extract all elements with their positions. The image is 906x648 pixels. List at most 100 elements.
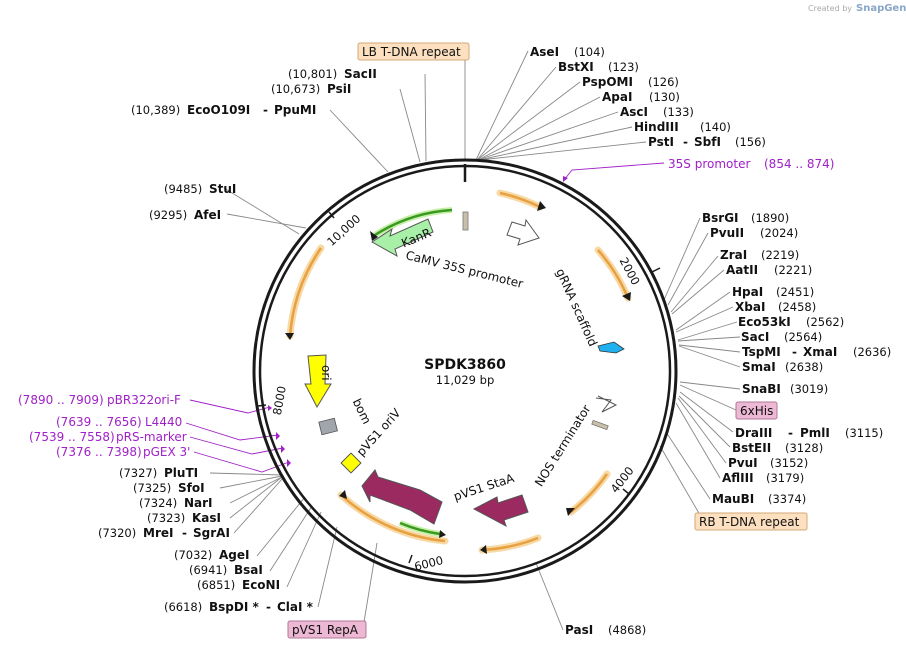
credit-brand: SnapGene (856, 3, 906, 14)
enzyme-bsteii: BstEII (732, 441, 771, 455)
enzyme-bsai: BsaI (234, 563, 263, 577)
enzyme-zrai: ZraI (720, 248, 747, 262)
primer-pbr322-name: pBR322ori-F (107, 393, 181, 407)
camv-35s-promoter-label: CaMV 35S promoter (404, 248, 524, 291)
primer-markers (268, 176, 568, 467)
enzyme-afliii-pos: (3179) (766, 471, 804, 485)
enzyme-pluti-pos: (7327) (119, 466, 157, 480)
tick-label-8000: 8000 (270, 385, 289, 416)
enzyme-aatii-pos: (2221) (774, 263, 812, 277)
enzyme-clai: ClaI * (277, 600, 314, 614)
pvs1-repa-label: pVS1 RepA (292, 623, 359, 637)
enzyme-pvui: PvuI (728, 456, 758, 470)
enzyme-bspdi-pos: (6618) (164, 600, 202, 614)
pvs1-staa-arrow (472, 494, 529, 528)
enzyme-stui-pos: (9485) (164, 182, 202, 196)
enzyme-mrei-pos: (7320) (98, 526, 136, 540)
lb-t-dna-repeat-box (357, 42, 470, 61)
kanr-green-arc-head (370, 231, 378, 241)
enzyme-xbai: XbaI (735, 300, 765, 314)
enzyme-bstxi: BstXI (558, 60, 594, 74)
enzyme-sfoi: SfoI (178, 481, 205, 495)
enzyme-pspomi-pos: (126) (648, 75, 679, 89)
ori-arrow (304, 354, 332, 409)
enzyme-pmli: PmlI (800, 426, 830, 440)
enzyme-sfoi-pos: (7325) (133, 481, 171, 495)
enzyme-mrei: MreI (143, 526, 173, 540)
scale-ticks (257, 211, 661, 564)
small-yellow-feature (340, 452, 362, 474)
leader-lines (209, 50, 741, 631)
enzyme-hpai: HpaI (732, 285, 763, 299)
enzyme-afliii: AflIII (722, 471, 754, 485)
primer-prs-marker-name: pRS-marker (116, 430, 187, 444)
enzyme-xmai: XmaI (803, 345, 837, 359)
enzyme-apai-pos: (130) (649, 90, 680, 104)
pvs1-repa-box (287, 620, 367, 639)
enzyme-eco53ki: Eco53kI (738, 315, 791, 329)
enzyme-kasi-pos: (7323) (147, 511, 185, 525)
enzyme-saci: SacI (741, 330, 769, 344)
enzyme-draiii-pos: (3115) (845, 426, 883, 440)
enzyme-bsrgi-pos: (1890) (751, 211, 789, 225)
enzyme-snabi-pos: (3019) (790, 382, 828, 396)
enzyme-tspmi: TspMI (742, 345, 781, 359)
primer-35s-promoter-range: (854 .. 874) (764, 157, 834, 171)
promoter-arrow-small (595, 395, 618, 413)
primer-pbr322-range: (7890 .. 7909) (18, 393, 104, 407)
enzyme-pasi: PasI (565, 623, 593, 637)
primer-35s-promoter-name: 35S promoter (668, 157, 750, 171)
rb-t-dna-repeat-box (694, 512, 808, 531)
enzyme-pvui-pos: (3152) (770, 456, 808, 470)
enzyme-sacii: SacII (344, 67, 377, 81)
enzyme-maubi: MauBI (712, 492, 754, 506)
kanr-arrow (371, 218, 434, 258)
enzyme-maubi-pos: (3374) (768, 492, 806, 506)
primer-l4440-name: L4440 (145, 415, 182, 429)
enzyme-bspdi-sep: - (266, 600, 271, 614)
primer-pgex-name: pGEX 3' (143, 445, 190, 459)
enzyme-psti-pos: (156) (735, 135, 766, 149)
pvs1-staa-label: pVS1 StaA (452, 471, 517, 504)
plasmid-size: 11,029 bp (436, 373, 495, 387)
grna-scaffold-arrow (597, 341, 625, 354)
enzyme-snabi: SnaBI (742, 382, 781, 396)
enzyme-bspdi: BspDI * (209, 600, 259, 614)
enzyme-smai: SmaI (742, 360, 776, 374)
lb-t-dna-repeat-label: LB T-DNA repeat (362, 45, 461, 59)
enzyme-ecoo109i-pos: (10,389) (131, 103, 180, 117)
enzyme-hindiii-pos: (140) (700, 120, 731, 134)
enzyme-stui: StuI (209, 182, 236, 196)
pvs1-oriv-arrow (361, 469, 443, 525)
enzyme-bsteii-pos: (3128) (785, 441, 823, 455)
enzyme-sbfi: SbfI (694, 135, 721, 149)
enzyme-hindiii: HindIII (634, 120, 679, 134)
enzyme-psii-pos: (10,673) (271, 82, 320, 96)
credit-prefix: Created by (808, 4, 852, 13)
enzyme-agei: AgeI (219, 548, 249, 562)
enzyme-ppumi: PpuMI (274, 103, 316, 117)
enzyme-tspmi-pos: (2636) (853, 345, 891, 359)
enzyme-afei: AfeI (194, 208, 221, 222)
grna-scaffold-label: gRNA scaffold (553, 266, 600, 348)
ori-label: ori (319, 365, 333, 381)
enzyme-xbai-pos: (2458) (778, 300, 816, 314)
primer-pgex-range: (7376 .. 7398) (56, 445, 142, 459)
enzyme-econi: EcoNI (242, 578, 280, 592)
enzyme-psti-sep: - (683, 135, 688, 149)
enzyme-mrei-sep: - (182, 526, 187, 540)
enzyme-bsrgi: BsrGI (702, 211, 739, 225)
enzyme-sacii-pos: (10,801) (288, 67, 337, 81)
enzyme-kasi: KasI (192, 511, 221, 525)
enzyme-eco53ki-pos: (2562) (806, 315, 844, 329)
enzyme-pasi-pos: (4868) (608, 623, 646, 637)
enzyme-pluti: PluTI (164, 466, 198, 480)
enzyme-ecoo109i: EcoO109I (187, 103, 250, 117)
plasmid-name: SPDK3860 (424, 357, 506, 373)
kanr-green-arc (374, 208, 453, 237)
enzyme-bstxi-pos: (123) (608, 60, 639, 74)
enzyme-psii: PsiI (327, 82, 351, 96)
camv-35s-promoter-arrow (506, 218, 540, 246)
nos-terminator-label: NOS terminator (532, 402, 594, 489)
